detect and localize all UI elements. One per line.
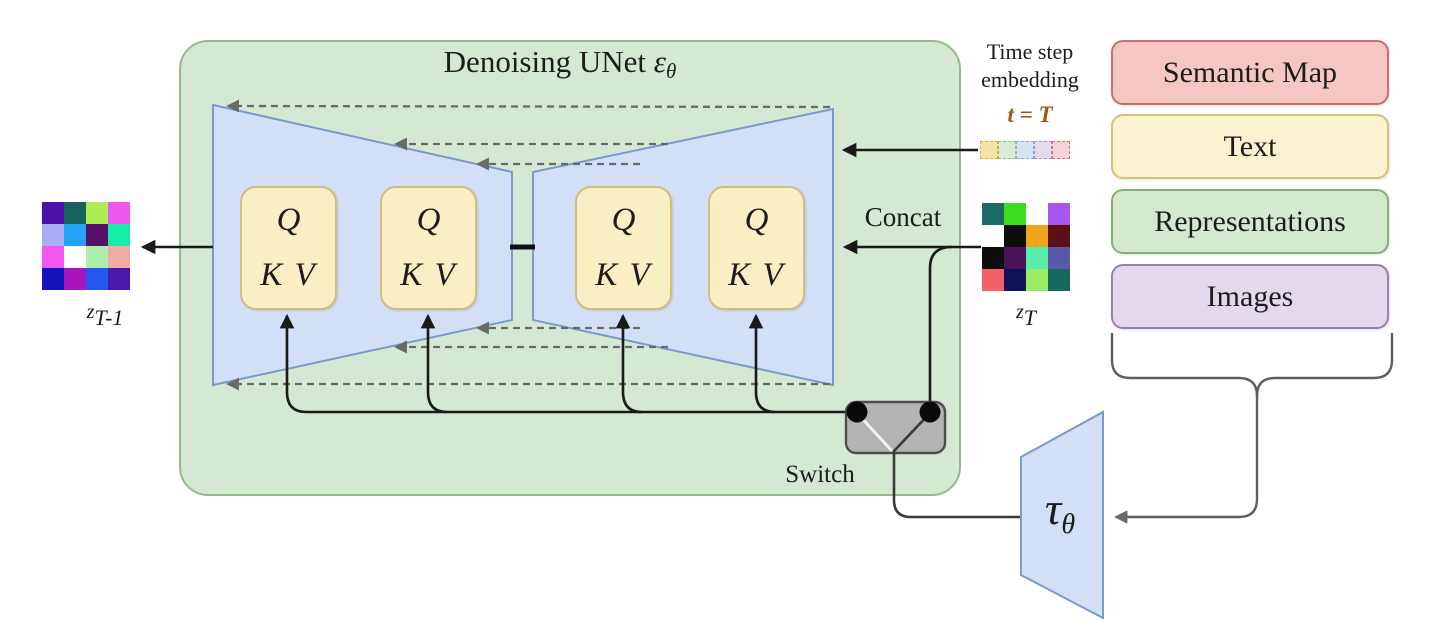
zt-label: zT (1015, 301, 1037, 330)
latent-cell (86, 202, 108, 224)
epsilon-subscript: θ (665, 59, 677, 83)
latent-cell (64, 202, 86, 224)
latent-cell (42, 202, 64, 224)
diagram-title: Denoising UNet εθ (170, 44, 950, 84)
latent-cell (1048, 225, 1070, 247)
conditioning-input-arrow (1113, 394, 1259, 524)
legend-images: Images (1111, 264, 1389, 329)
embedding-cell (980, 141, 998, 159)
latent-cell (1048, 269, 1070, 291)
latent-cell (64, 246, 86, 268)
latent-cell (1048, 247, 1070, 269)
cross-attention-bus (279, 313, 857, 414)
latent-cell (86, 224, 108, 246)
latent-cell (108, 202, 130, 224)
switch-right-terminal (919, 401, 941, 423)
latent-cell (982, 203, 1004, 225)
concat-switch-branch (928, 245, 953, 404)
embedding-cell (1052, 141, 1070, 159)
concat-label: Concat (864, 202, 942, 232)
latent-cell (108, 246, 130, 268)
latent-cell (982, 225, 1004, 247)
timestep-formula: t = T (1007, 102, 1053, 127)
embedding-cell (1016, 141, 1034, 159)
latent-cell (42, 268, 64, 290)
tau-theta-label: τθ (1044, 483, 1076, 541)
switch-to-tau-line (892, 413, 1020, 519)
legend-semantic-map: Semantic Map (1111, 40, 1389, 105)
latent-cell (42, 246, 64, 268)
switch-left-terminal (846, 401, 868, 423)
legend-representations: Representations (1111, 189, 1389, 254)
latent-cell (1026, 247, 1048, 269)
embedding-cell (998, 141, 1016, 159)
latent-cell (86, 246, 108, 268)
timestep-embedding-label: Time step embedding (981, 39, 1079, 92)
latent-cell (86, 268, 108, 290)
skip-connection-arrows (226, 99, 831, 391)
latent-cell (1048, 203, 1070, 225)
latent-cell (1026, 203, 1048, 225)
latent-cell (42, 224, 64, 246)
latent-cell (1004, 225, 1026, 247)
timestep-embedding-strip (980, 141, 1070, 159)
switch[interactable] (844, 400, 1020, 519)
switch-label: Switch (785, 461, 855, 488)
latent-cell (1004, 203, 1026, 225)
latent-cell (108, 224, 130, 246)
tau-encoder-trapezoid (1020, 410, 1104, 620)
latent-cell (1004, 247, 1026, 269)
latent-cell (1004, 269, 1026, 291)
latent-cell (64, 268, 86, 290)
epsilon-symbol: ε (653, 44, 666, 79)
latent-grid-zt (982, 203, 1070, 291)
latent-cell (1026, 269, 1048, 291)
embedding-cell (1034, 141, 1052, 159)
latent-cell (1026, 225, 1048, 247)
legend-text: Text (1111, 114, 1389, 179)
latent-cell (982, 269, 1004, 291)
latent-grid-ztm1 (42, 202, 130, 290)
legend-brace (1110, 333, 1394, 524)
title-text: Denoising UNet (443, 44, 647, 79)
qkv-block-4: Q K V (708, 186, 805, 310)
latent-cell (982, 247, 1004, 269)
latent-cell (64, 224, 86, 246)
qkv-block-1: Q K V (240, 186, 337, 310)
ztm1-label: zT-1 (86, 301, 124, 330)
latent-cell (108, 268, 130, 290)
qkv-block-2: Q K V (380, 186, 477, 310)
qkv-block-3: Q K V (575, 186, 672, 310)
